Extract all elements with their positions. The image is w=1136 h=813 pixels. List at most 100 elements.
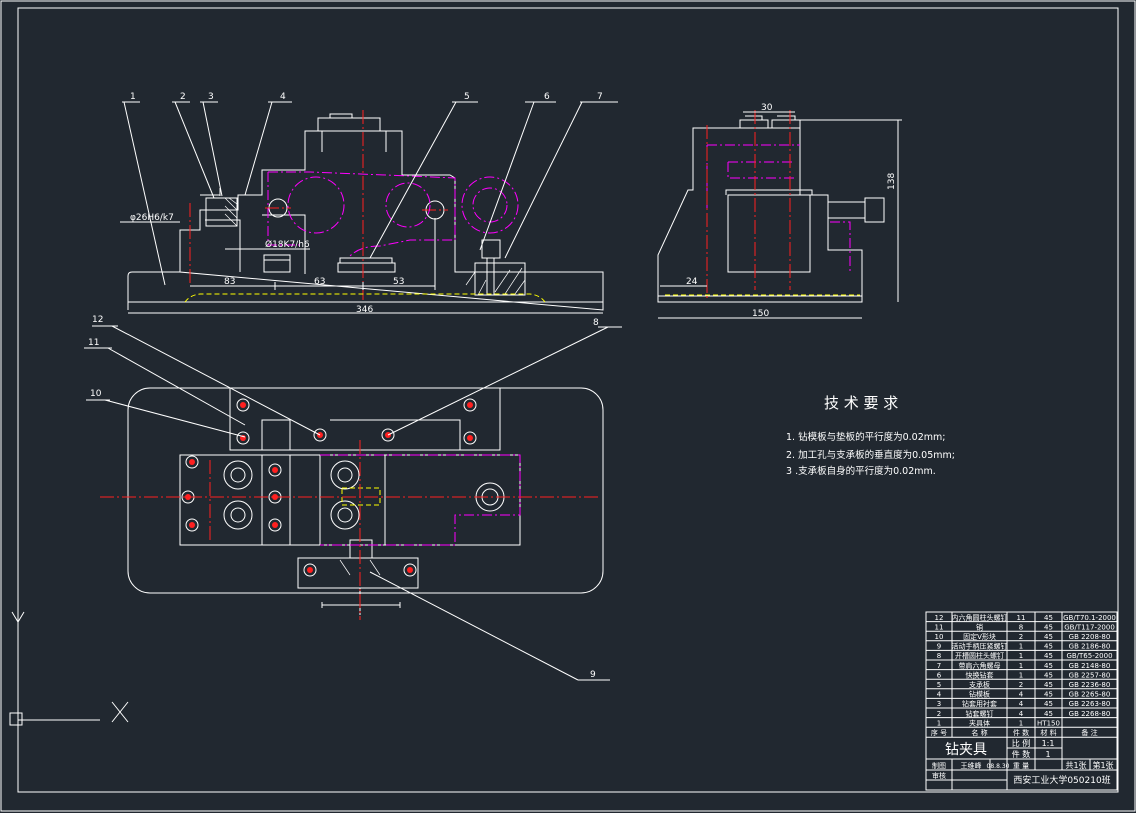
bolt-circle [268, 518, 282, 532]
dim-63: 63 [314, 277, 325, 287]
bolt-center [272, 467, 278, 473]
drawing-name: 钻夹具 [945, 742, 987, 758]
count-value: 1 [1045, 750, 1050, 759]
drawing-frame [17, 7, 1119, 793]
bom-cell-name: 钻套用衬套 [962, 699, 997, 708]
part-label-10: 10 [90, 389, 102, 399]
bom-cell-name: 内六角圆柱头螺钉 [952, 613, 1008, 622]
bom-header-material: 材 料 [1040, 728, 1056, 737]
bom-cell-note: GB/T70.1-2000 [1063, 614, 1116, 622]
bom-cell-qty: 1 [1019, 643, 1023, 651]
part-label-1: 1 [130, 92, 136, 102]
bolt-circle [236, 431, 250, 445]
tech-req-item-3: 3 .支承板自身的平行度为0.02mm. [786, 465, 936, 477]
bom-cell-no: 1 [937, 719, 941, 727]
scale-label: 比 例 [1012, 738, 1031, 748]
bom-cell-qty: 1 [1019, 662, 1023, 670]
bom-cell-note: GB/T65-2000 [1066, 652, 1112, 660]
bom-cell-name: 销 [976, 622, 983, 631]
bom-cell-material: 45 [1044, 623, 1053, 631]
bolt-center [272, 494, 278, 500]
bom-header-no: 序 号 [931, 728, 947, 737]
dim-30: 30 [761, 103, 773, 113]
bom-cell-no: 2 [937, 710, 941, 718]
bom-cell-no: 9 [937, 643, 941, 651]
bolt-circle [185, 518, 199, 532]
top-view: 12 11 10 8 9 [84, 315, 622, 681]
bom-cell-material: 45 [1044, 671, 1053, 679]
bom-cell-qty: 2 [1019, 681, 1023, 689]
dim-53: 53 [393, 277, 404, 287]
drawn-date: 08.8.30 [987, 763, 1010, 770]
weight-label: 重 量 [1013, 762, 1029, 770]
bolt-center [272, 522, 278, 528]
bolt-center [407, 567, 413, 573]
bom-cell-material: 45 [1044, 681, 1053, 689]
bolt-circle [185, 455, 199, 469]
bom-cell-no: 8 [937, 652, 941, 660]
bolt-center [307, 567, 313, 573]
bolt-circle [236, 398, 250, 412]
bom-cell-material: HT150 [1037, 719, 1060, 727]
bom-cell-qty: 11 [1017, 614, 1026, 622]
bom-cell-note: GB 2257-80 [1069, 671, 1111, 679]
bom-cell-material: 45 [1044, 643, 1053, 651]
dim-fit-26: φ26H6/k7 [130, 213, 174, 223]
bom-cell-material: 45 [1044, 652, 1053, 660]
bom-cell-material: 45 [1044, 633, 1053, 641]
bom-cell-name: 开槽圆柱头螺钉 [955, 651, 1004, 660]
part-label-3: 3 [208, 92, 214, 102]
dim-83: 83 [224, 277, 235, 287]
bom-cell-note: GB 2148-80 [1069, 662, 1111, 670]
bom-cell-material: 45 [1044, 662, 1053, 670]
bom-header-note: 备 注 [1081, 728, 1097, 737]
bom-cell-no: 7 [937, 662, 941, 670]
bolt-center [467, 402, 473, 408]
bom-cell-no: 6 [937, 671, 942, 679]
checked-label: 审核 [932, 771, 946, 780]
bom-cell-qty: 1 [1019, 719, 1023, 727]
bom-cell-no: 11 [935, 623, 944, 631]
bom-cell-qty: 4 [1019, 710, 1024, 718]
bom-cell-no: 3 [937, 700, 941, 708]
bom-cell-qty: 2 [1019, 633, 1023, 641]
scale-value: 1:1 [1042, 739, 1055, 748]
bom-cell-note: GB 2268-80 [1069, 710, 1111, 718]
bolt-circle [463, 398, 477, 412]
bom-cell-no: 4 [937, 691, 942, 699]
bom-cell-no: 12 [935, 614, 944, 622]
part-label-7: 7 [597, 92, 603, 102]
part-label-6: 6 [544, 92, 550, 102]
part-label-8: 8 [593, 318, 599, 328]
part-label-4: 4 [280, 92, 286, 102]
part-label-5: 5 [464, 92, 470, 102]
v-block-roller [223, 460, 253, 490]
bom-cell-name: 钻套螺钉 [966, 709, 994, 718]
count-label: 件 数 [1012, 749, 1031, 759]
bolt-center [189, 459, 195, 465]
bom-cell-name: 夹具体 [969, 718, 990, 727]
dim-138: 138 [887, 173, 897, 190]
bom-cell-qty: 8 [1019, 623, 1023, 631]
bolt-circle [303, 563, 317, 577]
bom-cell-qty: 1 [1019, 652, 1023, 660]
part-label-11: 11 [88, 338, 99, 348]
part-label-9: 9 [590, 670, 596, 680]
bolt-circle [268, 463, 282, 477]
front-view: 83 63 53 346 φ26H6/k7 Ø18K7/h6 1 2 3 4 5… [120, 92, 618, 315]
drawn-label: 制图 [932, 761, 946, 770]
dim-346: 346 [356, 305, 373, 315]
bom-cell-note: GB 2236-80 [1069, 681, 1111, 689]
bom-cell-material: 45 [1044, 614, 1053, 622]
v-block-roller [330, 460, 360, 490]
tech-req-item-2: 2. 加工孔与支承板的垂直度为0.05mm; [786, 449, 955, 461]
bom-cell-material: 45 [1044, 691, 1053, 699]
bolt-circle [313, 428, 327, 442]
v-block-roller-inner [230, 467, 246, 483]
dim-24: 24 [686, 277, 698, 287]
bolt-circle [403, 563, 417, 577]
ucs-icon [9, 611, 129, 726]
sheets-total: 共1张 [1065, 761, 1086, 770]
